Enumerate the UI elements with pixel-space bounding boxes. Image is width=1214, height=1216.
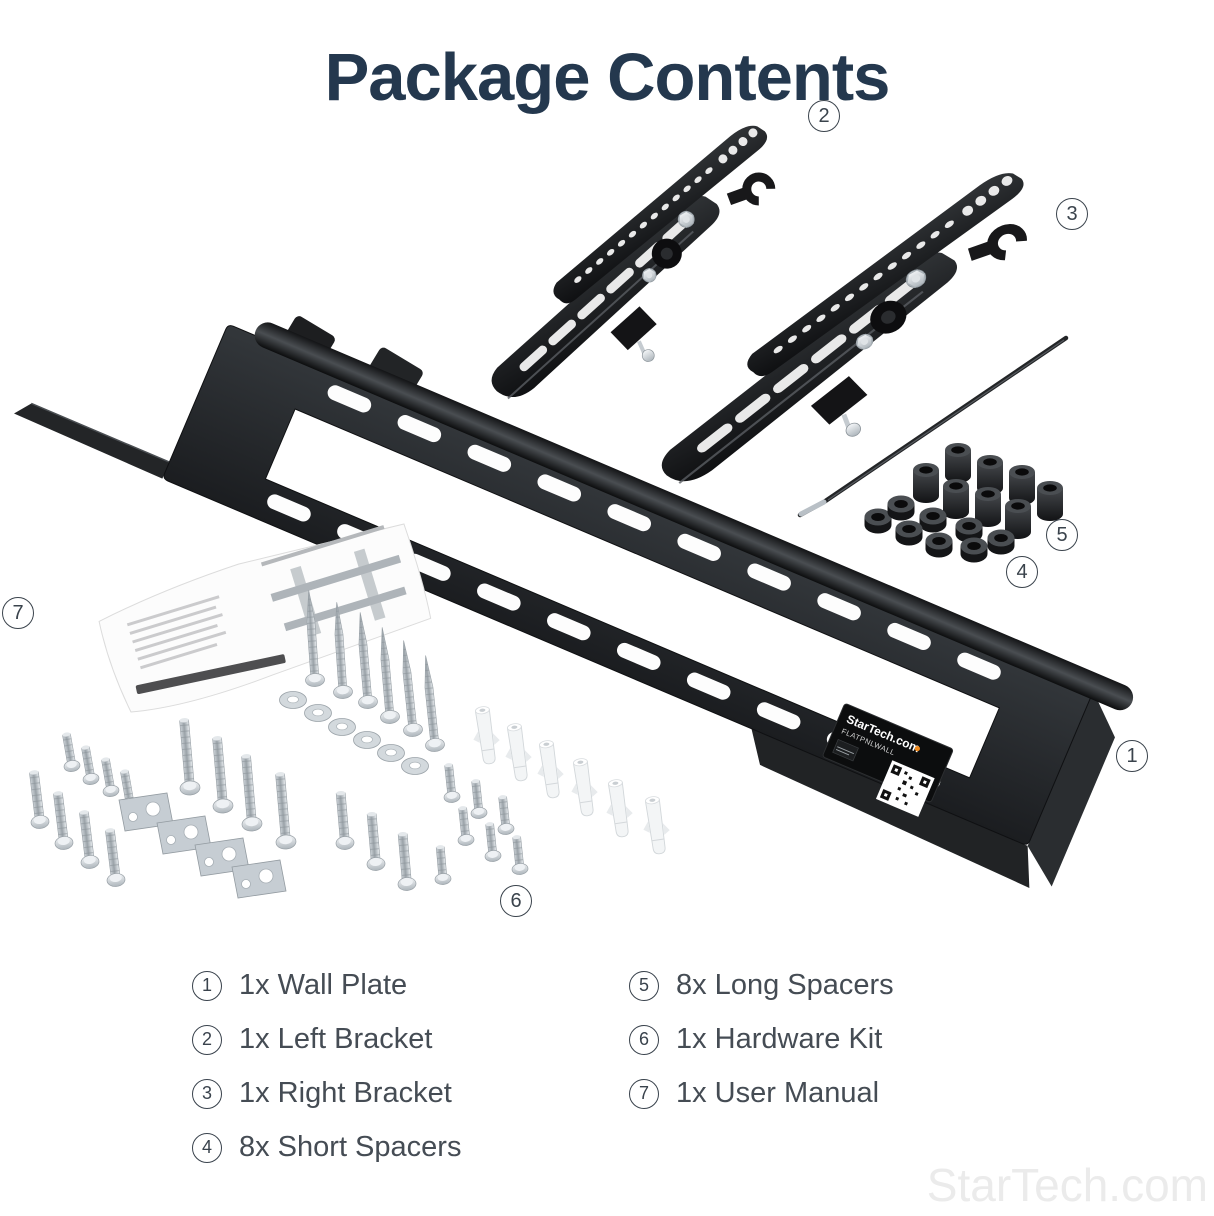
legend-item-right-bracket: 3 1x Right Bracket (192, 1077, 461, 1110)
legend-label: 1x Wall Plate (239, 969, 408, 1001)
legend-number: 5 (629, 970, 659, 1001)
legend-label: 1x Hardware Kit (676, 1023, 883, 1055)
page-title: Package Contents (324, 39, 891, 115)
callout-wall-plate: 1 (1116, 740, 1148, 772)
legend-item-wall-plate: 1 1x Wall Plate (192, 969, 461, 1002)
qr-code (875, 760, 935, 817)
legend-column-left: 1 1x Wall Plate 2 1x Left Bracket 3 1x R… (192, 969, 461, 1164)
legend-item-long-spacers: 5 8x Long Spacers (629, 969, 894, 1002)
legend-label: 1x User Manual (676, 1077, 880, 1109)
legend-label: 8x Short Spacers (239, 1131, 462, 1163)
legend-number: 1 (192, 970, 222, 1001)
callout-right-bracket: 3 (1056, 198, 1088, 230)
legend-number: 2 (192, 1024, 222, 1055)
legend-item-hardware-kit: 6 1x Hardware Kit (629, 1023, 894, 1056)
legend-number: 6 (629, 1024, 659, 1055)
legend-label: 1x Right Bracket (239, 1077, 452, 1109)
callout-left-bracket: 2 (808, 100, 840, 132)
allen-key (797, 335, 1069, 518)
legend-label: 8x Long Spacers (676, 969, 894, 1001)
legend-item-left-bracket: 2 1x Left Bracket (192, 1023, 461, 1056)
legend-number: 7 (629, 1078, 659, 1109)
legend-column-right: 5 8x Long Spacers 6 1x Hardware Kit 7 1x… (629, 969, 894, 1110)
callout-long-spacers: 5 (1046, 519, 1078, 551)
product-collage: StarTech.com FLATPNLWALL (0, 84, 1214, 964)
legend-item-user-manual: 7 1x User Manual (629, 1077, 894, 1110)
startech-watermark: StarTech.com (926, 1159, 1208, 1211)
legend-label: 1x Left Bracket (239, 1023, 433, 1055)
legend-number: 3 (192, 1078, 222, 1109)
legend-number: 4 (192, 1132, 222, 1163)
legend-item-short-spacers: 4 8x Short Spacers (192, 1131, 461, 1164)
brand-dot (914, 746, 920, 752)
callout-hardware-kit: 6 (500, 885, 532, 917)
product-collage-graphic: StarTech.com FLATPNLWALL (14, 84, 1134, 899)
callout-short-spacers: 4 (1006, 556, 1038, 588)
callout-user-manual: 7 (2, 597, 34, 629)
